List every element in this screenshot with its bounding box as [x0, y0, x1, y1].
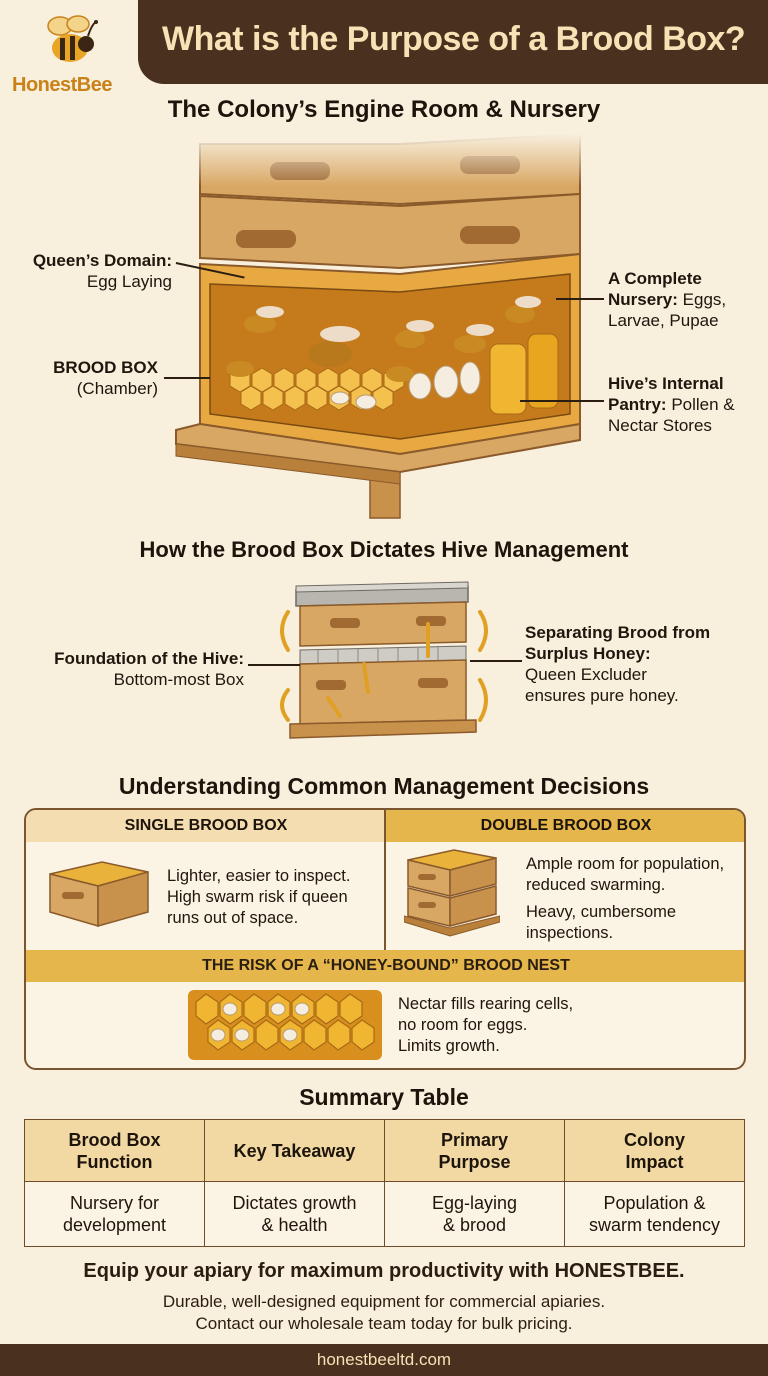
double-line4: inspections. [526, 924, 614, 942]
page-title: What is the Purpose of a Brood Box? [162, 20, 746, 58]
callout-nursery-title2: Nursery: [608, 290, 678, 309]
risk-line2: no room for eggs. [398, 1016, 528, 1034]
callout-nursery-text2: Larvae, Pupae [608, 311, 719, 330]
callout-separating-text1: Queen Excluder [525, 665, 647, 684]
brand-logo[interactable]: HonestBee [8, 8, 136, 96]
callout-nursery-title: A Complete [608, 269, 702, 288]
callout-pantry-title1: Hive’s Internal [608, 374, 724, 393]
panel-divider [384, 810, 386, 950]
callout-nursery-text1: Eggs, [682, 290, 727, 309]
callout-separating: Separating Brood from Surplus Honey: Que… [525, 622, 761, 706]
callout-pantry-line [520, 400, 604, 402]
callout-foundation-text: Bottom-most Box [113, 670, 244, 689]
page-header: HonestBee What is the Purpose of a Brood… [0, 0, 768, 96]
honey-bound-heading: THE RISK OF A “HONEY-BOUND” BROOD NEST [26, 950, 744, 982]
callout-nursery-line [556, 298, 604, 300]
title-bar: What is the Purpose of a Brood Box? [138, 0, 768, 84]
callout-pantry: Hive’s Internal Pantry: Pollen & Nectar … [608, 373, 758, 436]
callout-foundation: Foundation of the Hive: Bottom-most Box [30, 648, 244, 690]
double-brood-heading: DOUBLE BROOD BOX [386, 810, 744, 842]
double-line1: Ample room for population, [526, 855, 725, 873]
callout-brood-box: BROOD BOX (Chamber) [30, 357, 158, 399]
footer-line2: Contact our wholesale team today for bul… [195, 1314, 573, 1333]
single-line3: runs out of space. [167, 909, 299, 927]
summary-cell-takeaway: Dictates growth& health [204, 1181, 385, 1247]
callout-nursery: A Complete Nursery: Eggs, Larvae, Pupae [608, 268, 758, 331]
bee-logo-icon [47, 15, 98, 62]
hero-title: The Colony’s Engine Room & Nursery [167, 96, 601, 123]
callout-queen: Queen’s Domain: Egg Laying [30, 250, 172, 292]
callout-pantry-text2: Nectar Stores [608, 416, 712, 435]
footer-url-link[interactable]: honestbeeltd.com [0, 1344, 768, 1376]
single-text: Lighter, easier to inspect. High swarm r… [167, 866, 350, 929]
summary-cell-purpose: Egg-laying& brood [384, 1181, 565, 1247]
double-box-icon [404, 849, 500, 937]
callout-foundation-line [248, 664, 300, 666]
brood-box-illustration [170, 134, 590, 519]
callout-brood-line [164, 377, 210, 379]
summary-title: Summary Table [299, 1084, 469, 1110]
callout-foundation-title: Foundation of the Hive: [54, 649, 244, 668]
management-title: How the Brood Box Dictates Hive Manageme… [139, 537, 629, 562]
callout-separating-line [470, 660, 522, 662]
callout-pantry-text1: Pollen & [671, 395, 735, 414]
summary-cell-impact: Population &swarm tendency [564, 1181, 745, 1247]
risk-line1: Nectar fills rearing cells, [398, 995, 574, 1013]
callout-separating-title1: Separating Brood from [525, 623, 711, 642]
footer-line1: Durable, well-designed equipment for com… [162, 1292, 606, 1311]
callout-separating-title2: Surplus Honey: [525, 644, 651, 663]
double-line3: Heavy, cumbersome [526, 903, 677, 921]
summary-header-takeaway: Key Takeaway [204, 1118, 385, 1183]
double-line2: reduced swarming. [526, 876, 666, 894]
decisions-panel: SINGLE BROOD BOX DOUBLE BROOD BOX Lighte… [24, 808, 746, 1070]
callout-brood-title: BROOD BOX [53, 358, 158, 377]
hive-stack-illustration [280, 581, 488, 739]
double-text: Ample room for population, reduced swarm… [526, 854, 724, 944]
single-brood-heading: SINGLE BROOD BOX [26, 810, 386, 842]
callout-queen-title: Queen’s Domain: [32, 251, 172, 270]
decisions-title: Understanding Common Management Decision… [118, 773, 650, 799]
single-line1: Lighter, easier to inspect. [167, 867, 351, 885]
callout-separating-text2: ensures pure honey. [525, 686, 679, 705]
callout-queen-text: Egg Laying [86, 272, 172, 291]
callout-pantry-title2: Pantry: [608, 395, 667, 414]
risk-text: Nectar fills rearing cells, no room for … [398, 994, 573, 1057]
footer-headline: Equip your apiary for maximum productivi… [83, 1260, 685, 1282]
single-line2: High swarm risk if queen [167, 888, 348, 906]
single-box-icon [49, 861, 149, 927]
brand-name: HonestBee [12, 74, 112, 96]
callout-brood-text: (Chamber) [76, 379, 158, 398]
risk-line3: Limits growth. [398, 1037, 500, 1055]
honeycomb-image [188, 990, 382, 1060]
